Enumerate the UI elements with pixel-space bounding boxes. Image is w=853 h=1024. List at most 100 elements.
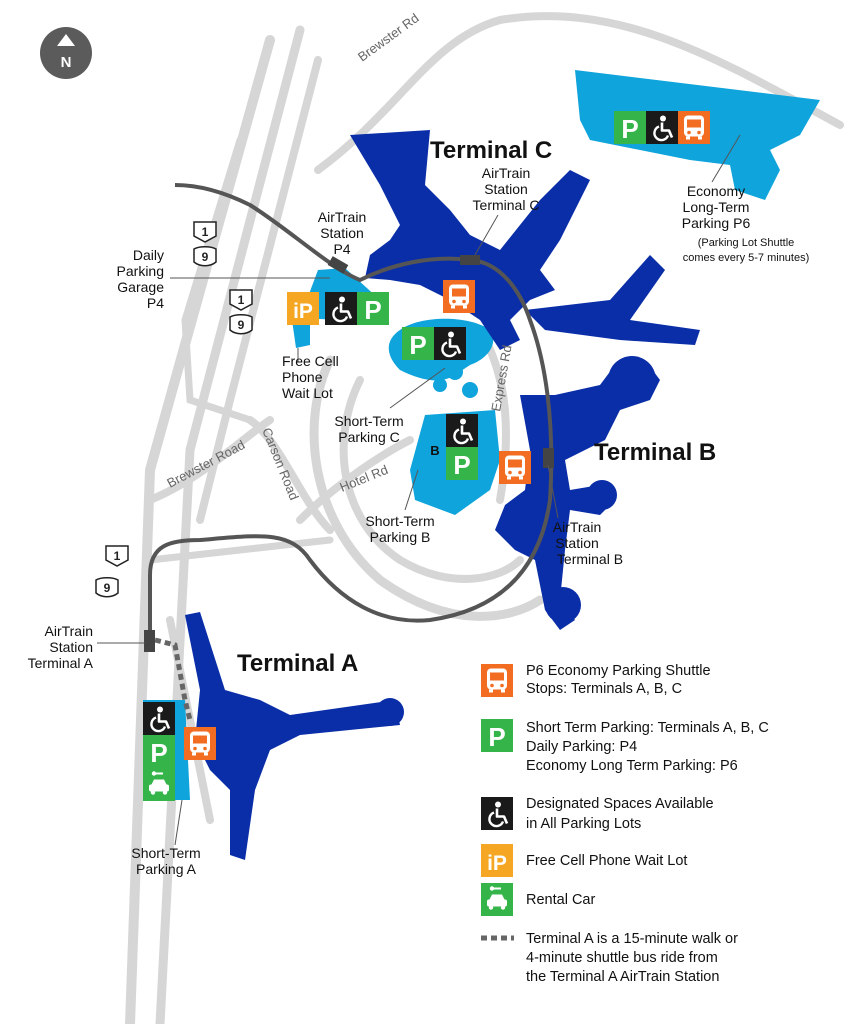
svg-text:Free Cell Phone Wait Lot: Free Cell Phone Wait Lot [526, 853, 687, 869]
svg-text:iP: iP [293, 300, 313, 323]
road-label-brewster-rd: Brewster Rd [355, 10, 422, 64]
legend: P6 Economy Parking Shuttle Stops: Termin… [481, 663, 769, 985]
svg-text:P4: P4 [147, 295, 164, 311]
cell-phone-lot-icon [287, 292, 319, 325]
lot-c-pod [447, 364, 463, 380]
svg-text:AirTrain: AirTrain [318, 209, 367, 225]
svg-text:P: P [409, 330, 426, 360]
svg-text:Stops: Terminals A, B, C: Stops: Terminals A, B, C [526, 681, 682, 697]
svg-text:Economy Long Term Parking: P6: Economy Long Term Parking: P6 [526, 758, 738, 774]
brewster-rd-top [314, 12, 844, 174]
label-airtrain-p4: AirTrain Station P4 [318, 209, 367, 257]
compass-disc [40, 27, 92, 79]
parking-icon [402, 327, 434, 360]
leader-lines [97, 134, 741, 846]
svg-text:comes every 5-7 minutes): comes every 5-7 minutes) [683, 252, 810, 264]
label-daily-garage: Daily Parking Garage P4 [117, 247, 165, 311]
svg-text:Rental Car: Rental Car [526, 892, 595, 908]
hotel-rd [296, 436, 414, 524]
route-1-shield: 1 [105, 545, 129, 567]
map-icons: P iP P P P B [143, 111, 710, 801]
svg-text:Terminal A: Terminal A [28, 655, 94, 671]
lot-c-pod [433, 378, 447, 392]
airtrain-station-a [144, 630, 155, 652]
terminal-c-title: Terminal C [430, 137, 552, 164]
svg-text:Daily Parking: P4: Daily Parking: P4 [526, 739, 637, 755]
svg-text:P: P [488, 722, 505, 752]
terminal-b-title: Terminal B [594, 439, 716, 466]
leader-airtrain-c [474, 214, 499, 256]
svg-text:Economy: Economy [687, 183, 745, 199]
svg-text:in All Parking Lots: in All Parking Lots [526, 816, 641, 832]
parking-icon [143, 735, 175, 768]
svg-text:Garage: Garage [117, 279, 164, 295]
stp-a-icons: P [143, 702, 175, 801]
svg-text:Terminal B: Terminal B [557, 551, 623, 567]
stp-c-icons: P [402, 327, 466, 360]
leader-stp-b [404, 469, 419, 511]
parking-icon [446, 447, 478, 480]
highway-2 [155, 25, 305, 1024]
label-cell-lot: Free Cell Phone Wait Lot [282, 353, 339, 401]
svg-text:Parking C: Parking C [338, 429, 399, 445]
leader-stp-c [389, 367, 446, 409]
svg-text:9: 9 [104, 581, 111, 595]
terminal-b-satellite [608, 356, 656, 404]
leader-stp-a [174, 799, 183, 846]
legend-item-rental-car: Rental Car [481, 883, 595, 916]
leader-economy [711, 134, 741, 183]
svg-text:Station: Station [320, 225, 364, 241]
terminal-b-satellite [545, 587, 581, 623]
legend-item-parking: P Short Term Parking: Terminals A, B, C … [481, 719, 769, 774]
carson-road [246, 416, 334, 534]
svg-text:Free Cell: Free Cell [282, 353, 339, 369]
svg-text:P6 Economy Parking Shuttle: P6 Economy Parking Shuttle [526, 663, 711, 679]
label-stp-b: Short-Term Parking B [365, 513, 434, 545]
svg-text:P: P [364, 295, 381, 325]
svg-text:AirTrain: AirTrain [482, 165, 531, 181]
route-1-shield: 1 [193, 221, 217, 243]
lot-b-letter: B [430, 443, 439, 458]
label-stp-a: Short-Term Parking A [131, 845, 200, 877]
svg-text:P: P [621, 114, 638, 144]
route-1-shield: 1 [229, 289, 253, 311]
svg-text:Parking: Parking [117, 263, 164, 279]
loop-road-outer [309, 355, 545, 621]
route-shields: 1 9 1 9 1 9 [95, 221, 253, 598]
route-9-shield: 9 [229, 314, 253, 335]
svg-text:Terminal C: Terminal C [473, 197, 540, 213]
walk-path [154, 637, 193, 721]
cell-lot [292, 318, 310, 348]
lot-c-pod [462, 382, 478, 398]
svg-text:Designated Spaces Available: Designated Spaces Available [526, 796, 714, 812]
svg-text:Daily: Daily [133, 247, 164, 263]
svg-text:Short-Term: Short-Term [131, 845, 200, 861]
svg-text:Station: Station [49, 639, 93, 655]
road-label-carson-road: Carson Road [259, 426, 302, 503]
legend-item-walk-path: Terminal A is a 15-minute walk or 4-minu… [481, 931, 738, 985]
loop-road-inner [339, 376, 524, 583]
label-economy: Economy Long-Term Parking P6 (Parking Lo… [682, 183, 810, 264]
svg-text:Short-Term: Short-Term [365, 513, 434, 529]
compass: N [40, 27, 92, 79]
svg-text:Long-Term: Long-Term [683, 199, 750, 215]
svg-text:Parking B: Parking B [370, 529, 431, 545]
svg-text:1: 1 [238, 293, 245, 307]
svg-text:Short Term Parking: Terminals: Short Term Parking: Terminals A, B, C [526, 720, 769, 736]
highway-3 [196, 56, 322, 524]
svg-text:Station: Station [555, 535, 599, 551]
airtrain-station-b [543, 448, 554, 468]
route-9-shield: 9 [193, 246, 217, 267]
label-stp-c: Short-Term Parking C [334, 413, 403, 445]
svg-text:(Parking Lot Shuttle: (Parking Lot Shuttle [698, 237, 795, 249]
terminal-a-satellite [376, 698, 404, 726]
parking-icon [481, 719, 513, 752]
terminal-b [495, 360, 660, 630]
terminals [185, 130, 700, 860]
svg-text:Station: Station [484, 181, 528, 197]
svg-text:Parking P6: Parking P6 [682, 215, 751, 231]
road-south-a [146, 536, 334, 564]
legend-item-cell-lot: iP Free Cell Phone Wait Lot [481, 844, 687, 877]
svg-text:iP: iP [487, 852, 507, 875]
